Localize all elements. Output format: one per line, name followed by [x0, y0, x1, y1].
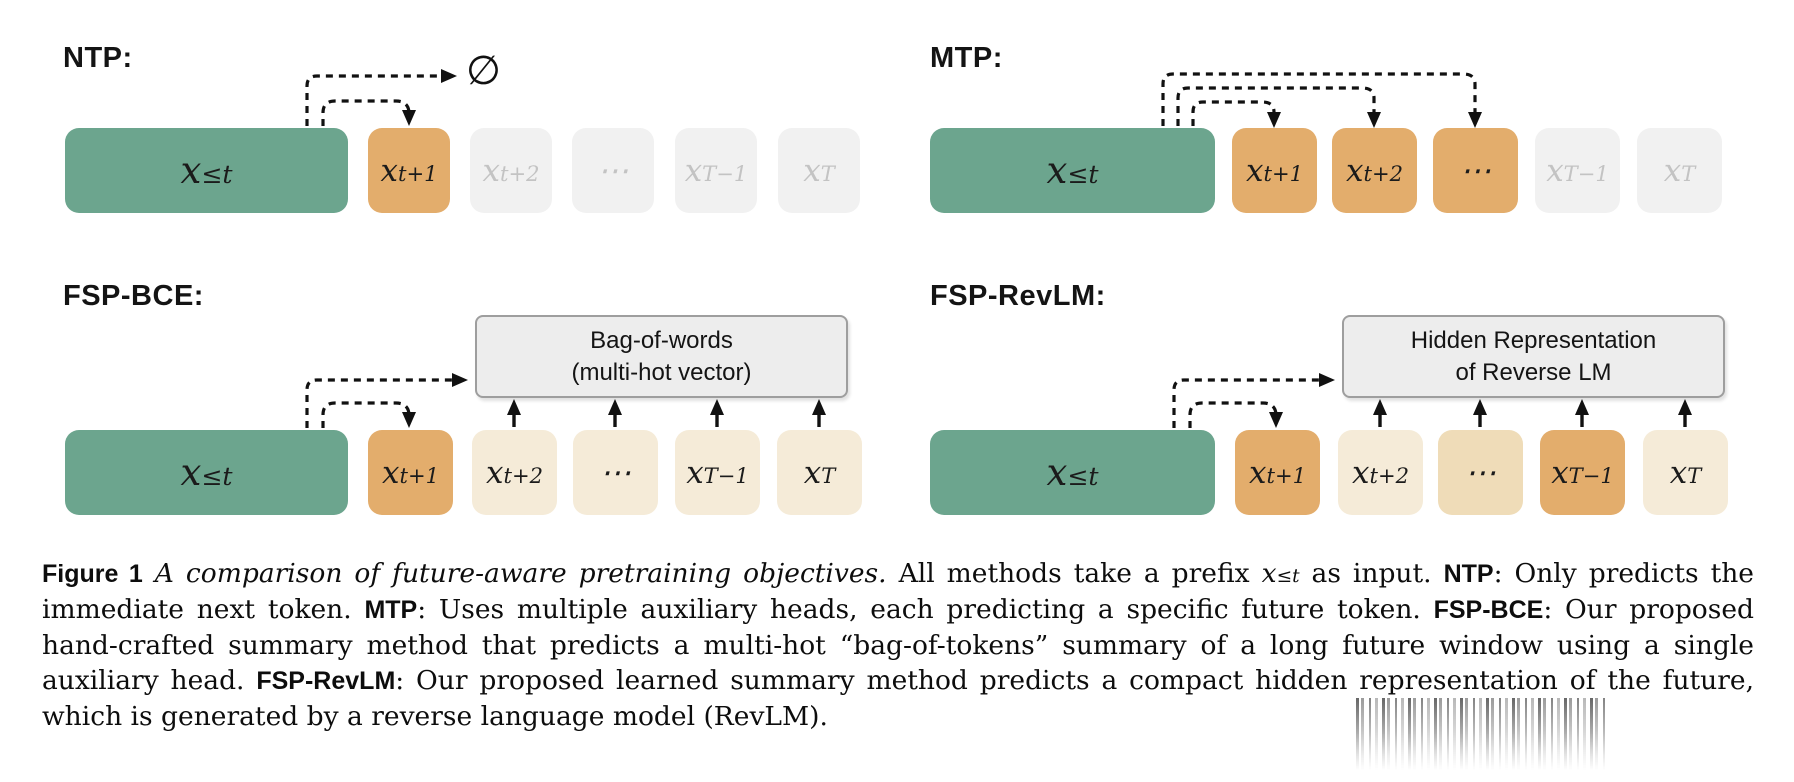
fsp-revlm-label: FSP-RevLM:	[930, 280, 1106, 312]
mtp-prefix-box: x≤t	[930, 128, 1215, 213]
fsp-revlm-token-xt2: xt+2	[1338, 430, 1423, 515]
mtp-label: MTP:	[930, 42, 1003, 74]
fsp-bce-token-xt2: xt+2	[472, 430, 557, 515]
ntp-token-xt1: xt+1	[368, 128, 450, 213]
mtp-token-xt1: xt+1	[1232, 128, 1317, 213]
ntp-prefix-box: x≤t	[65, 128, 348, 213]
caption-prefix-math: x≤t	[1261, 558, 1300, 589]
fsp-revlm-arrow-to-xt1	[1188, 401, 1283, 428]
fsp-revlm-token-dots: ⋯	[1438, 430, 1523, 515]
fsp-revlm-arrow-to-summary	[1172, 373, 1335, 428]
fsp-revlm-token-xT-1: xT−1	[1540, 430, 1625, 515]
ntp-token-xT: xT	[778, 128, 860, 213]
fsp-bce-arrow-to-summary	[305, 373, 468, 428]
null-set-symbol: ∅	[466, 48, 501, 94]
bag-of-words-box: Bag-of-words (multi-hot vector)	[475, 315, 848, 398]
fsp-bce-label: FSP-BCE:	[63, 280, 204, 312]
ntp-token-xt2: xt+2	[470, 128, 552, 213]
fsp-revlm-prefix-box: x≤t	[930, 430, 1215, 515]
ntp-arrow-to-null	[305, 69, 457, 126]
fsp-bce-prefix-box: x≤t	[65, 430, 348, 515]
ntp-label: NTP:	[63, 42, 133, 74]
hidden-representation-box: Hidden Representation of Reverse LM	[1342, 315, 1725, 398]
mtp-token-xt2: xt+2	[1332, 128, 1417, 213]
mtp-arrow-to-xt2	[1176, 86, 1381, 128]
fsp-bce-token-dots: ⋯	[573, 430, 658, 515]
mtp-token-xT-1: xT−1	[1535, 128, 1620, 213]
figure-number: Figure 1	[42, 560, 143, 588]
mtp-arrow-to-xt1	[1191, 100, 1281, 128]
ntp-token-xT-1: xT−1	[675, 128, 757, 213]
ntp-token-dots: ⋯	[572, 128, 654, 213]
fsp-bce-token-xt1: xt+1	[368, 430, 453, 515]
fsp-bce-token-xT-1: xT−1	[675, 430, 760, 515]
fsp-bce-token-xT: xT	[777, 430, 862, 515]
ntp-arrow-to-xt1	[321, 99, 416, 126]
mtp-arrow-to-dots	[1161, 72, 1482, 128]
smear-artifact	[1356, 698, 1606, 770]
fsp-revlm-token-xt1: xt+1	[1235, 430, 1320, 515]
mtp-token-dots: ⋯	[1433, 128, 1518, 213]
fsp-bce-arrow-to-xt1	[321, 401, 416, 428]
figure-caption: Figure 1 A comparison of future-aware pr…	[42, 558, 1754, 732]
fsp-revlm-token-xT: xT	[1643, 430, 1728, 515]
mtp-token-xT: xT	[1637, 128, 1722, 213]
